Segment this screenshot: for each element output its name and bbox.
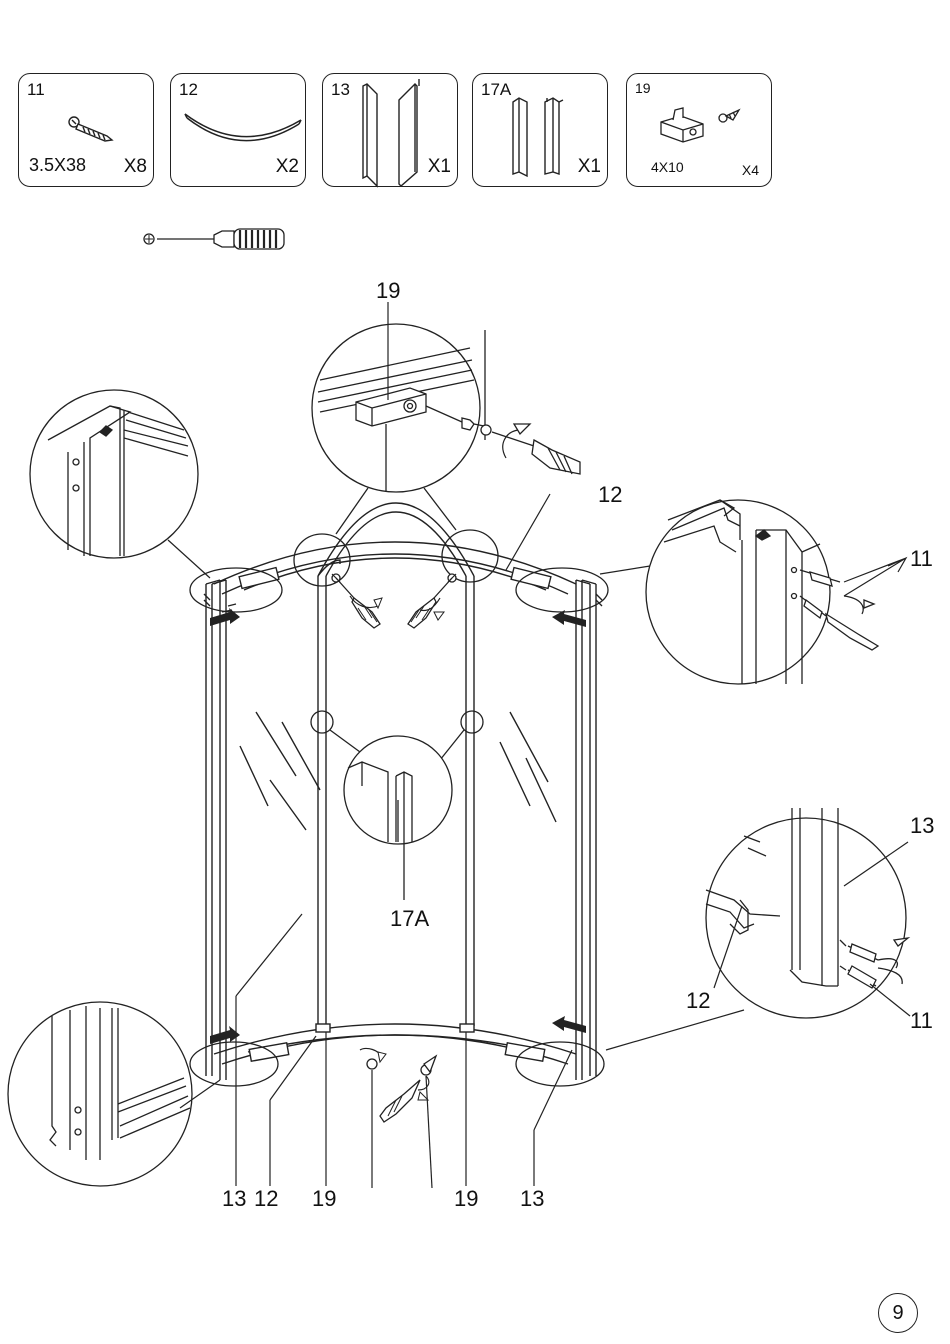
detail-top-left-profile	[30, 390, 198, 558]
curved-rail-top	[214, 542, 576, 594]
right-wall-profile	[576, 580, 602, 1080]
callout-bottom-left-bracket: 19	[312, 1188, 336, 1210]
callout-right-rail: 12	[686, 990, 710, 1012]
detail-markers-top	[190, 488, 608, 612]
callout-bottom-right-profile: 13	[520, 1188, 544, 1210]
callout-bottom-right-bracket: 19	[454, 1188, 478, 1210]
page-number: 9	[878, 1293, 918, 1333]
callout-center-strip: 17A	[390, 908, 429, 930]
left-wall-profile	[204, 580, 226, 1080]
callout-right-screws: 11	[910, 548, 933, 570]
callout-bottom-left-rail: 12	[254, 1188, 278, 1210]
detail-bottom-left-profile	[8, 1002, 192, 1186]
phillips-screwdriver-icon	[144, 229, 284, 249]
detail-center-strip	[311, 711, 483, 900]
callout-top-rail: 12	[598, 484, 622, 506]
detail-bottom-right-profile	[706, 808, 908, 1018]
detail-top-right-profile	[646, 500, 878, 684]
callout-top-bracket: 19	[376, 280, 400, 302]
callout-right-profile: 13	[910, 815, 934, 837]
curved-rail-bottom	[214, 1024, 576, 1064]
callout-right-screws-bottom: 11	[910, 1010, 933, 1032]
detail-top-bracket	[312, 324, 580, 492]
callout-bottom-left-profile: 13	[222, 1188, 246, 1210]
